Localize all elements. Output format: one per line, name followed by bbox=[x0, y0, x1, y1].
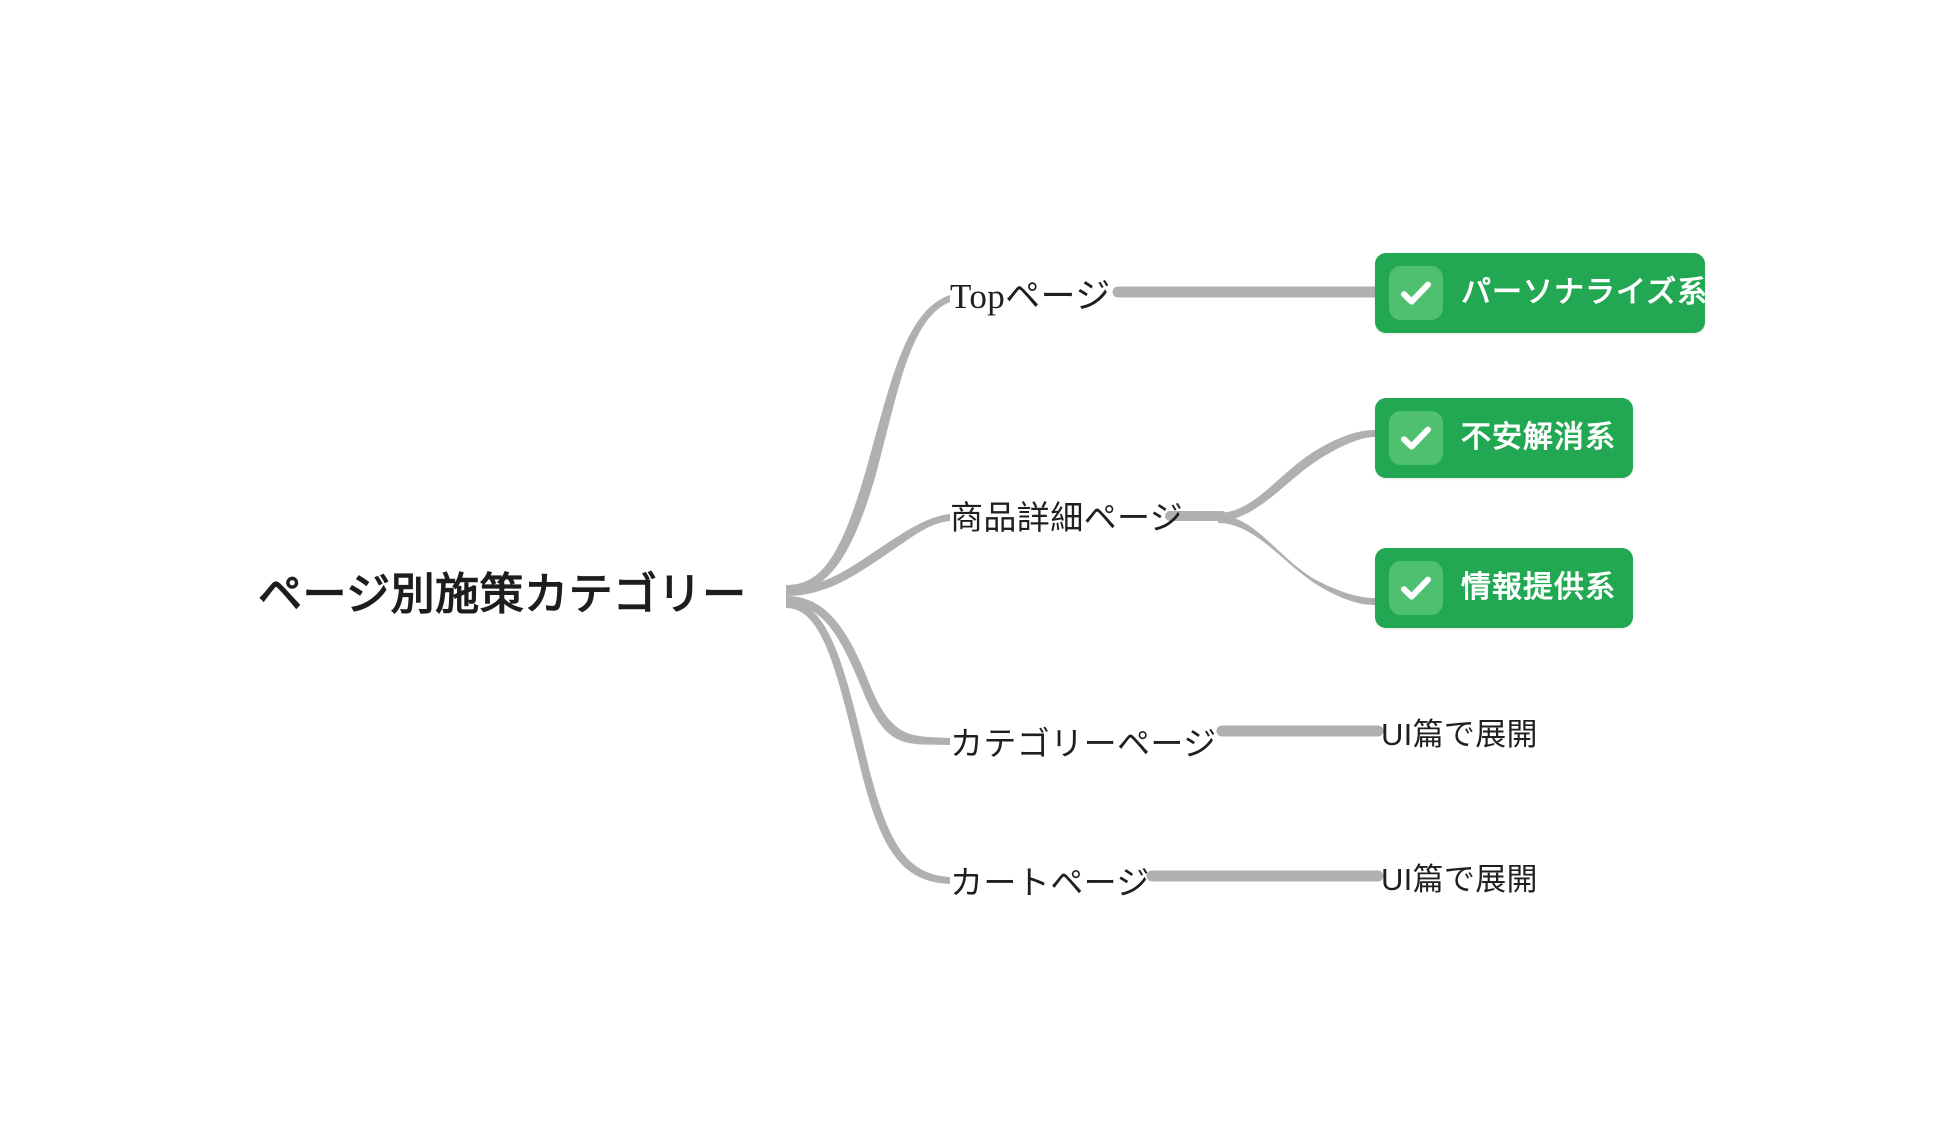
badge-label: 情報提供系 bbox=[1461, 571, 1616, 604]
check-icon bbox=[1389, 561, 1443, 615]
branch-node-category[interactable]: カテゴリーページ bbox=[950, 725, 1217, 762]
branch-node-product-detail[interactable]: 商品詳細ページ bbox=[950, 499, 1184, 536]
link-root-to-cart bbox=[786, 600, 950, 884]
link-detail-to-info bbox=[1218, 515, 1375, 605]
link-root-to-top bbox=[786, 295, 950, 593]
badge-anxiety-relief[interactable]: 不安解消系 bbox=[1375, 398, 1633, 478]
check-icon bbox=[1389, 411, 1443, 465]
link-root-to-detail bbox=[786, 514, 950, 596]
link-detail-to-anxiety bbox=[1218, 430, 1375, 521]
badge-information-provision[interactable]: 情報提供系 bbox=[1375, 548, 1633, 628]
branch-node-cart[interactable]: カートページ bbox=[950, 864, 1150, 901]
badge-label: 不安解消系 bbox=[1461, 421, 1616, 454]
link-root-to-category bbox=[786, 596, 950, 745]
leaf-note-category[interactable]: UI篇で展開 bbox=[1381, 716, 1538, 752]
check-icon bbox=[1389, 266, 1443, 320]
badge-personalize[interactable]: パーソナライズ系 bbox=[1375, 253, 1709, 333]
branch-node-top[interactable]: Topページ bbox=[950, 276, 1111, 316]
root-node[interactable]: ページ別施策カテゴリー bbox=[258, 570, 747, 619]
badge-label: パーソナライズ系 bbox=[1461, 276, 1709, 309]
leaf-note-cart[interactable]: UI篇で展開 bbox=[1381, 861, 1538, 897]
